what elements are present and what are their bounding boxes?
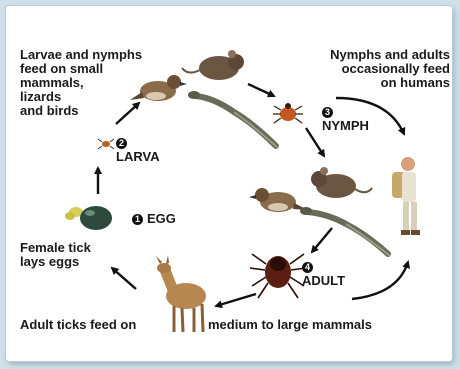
nymphs-adults-feeding-label: Nymphs and adults occasionally feed on h…	[260, 48, 450, 90]
stage-egg: 1 EGG	[132, 212, 176, 226]
mouse-icon	[182, 50, 244, 80]
bird-icon	[249, 188, 308, 212]
lizard-icon	[188, 91, 278, 148]
stage-number-badge: 2	[116, 138, 127, 149]
stage-label: NYMPH	[322, 118, 369, 133]
egg-cluster-icon	[65, 206, 112, 230]
female-tick-label: Female tick lays eggs	[20, 241, 91, 269]
stage-label: LARVA	[116, 149, 160, 164]
adult-feed-label-left: Adult ticks feed on	[20, 318, 136, 332]
larva-tick-icon	[98, 139, 114, 149]
arrow-hosts-to-adult	[312, 228, 332, 252]
adult-feed-label-right: medium to large mammals	[208, 318, 372, 332]
stage-adult: 4ADULT	[302, 260, 345, 288]
stage-number-badge: 3	[322, 107, 333, 118]
nymph-tick-icon	[273, 103, 303, 123]
adult-tick-icon	[250, 254, 306, 298]
arrow-adult-to-human	[352, 262, 408, 299]
arrow-adult-to-deer	[216, 294, 256, 306]
stage-nymph: 3NYMPH	[322, 105, 369, 133]
stage-label: EGG	[147, 211, 176, 226]
stage-number-badge: 4	[302, 262, 313, 273]
mouse-icon	[311, 167, 372, 198]
tick-life-cycle-diagram: Larvae and nymphs feed on small mammals,…	[6, 6, 452, 361]
arrow-deer-to-female	[112, 268, 136, 289]
stage-label: ADULT	[302, 273, 345, 288]
deer-icon	[156, 255, 206, 332]
hiker-icon	[392, 157, 420, 235]
larvae-nymphs-feeding-label: Larvae and nymphs feed on small mammals,…	[20, 48, 142, 118]
stage-larva: 2LARVA	[116, 136, 160, 164]
stage-number-badge: 1	[132, 214, 143, 225]
